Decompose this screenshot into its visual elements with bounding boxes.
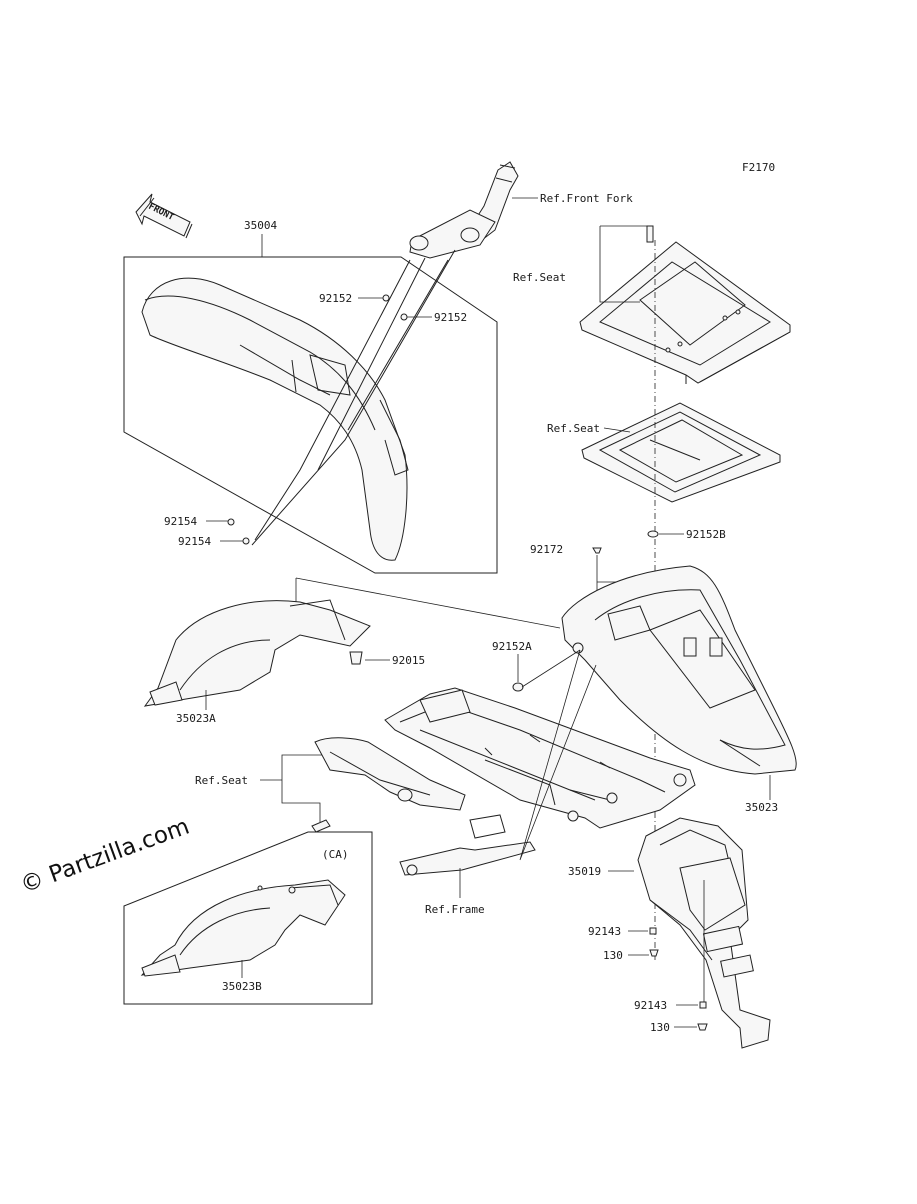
watermark: © Partzilla.com <box>17 813 193 898</box>
bolt-92154-b <box>242 537 250 545</box>
label-92154-b: 92154 <box>178 535 211 548</box>
frame <box>314 687 696 876</box>
label-ref-front-fork: Ref.Front Fork <box>540 192 633 205</box>
front-arrow-icon: FRONT <box>135 193 193 239</box>
label-ca: (CA) <box>322 848 349 861</box>
nut-92143-a <box>649 927 657 935</box>
diagram-code-text: F2170 <box>742 161 775 174</box>
washer-92152a <box>512 682 524 692</box>
clip-92015 <box>349 651 363 665</box>
label-92154-a: 92154 <box>164 515 197 528</box>
label-35023: 35023 <box>745 801 778 814</box>
bolt-92154-a <box>227 518 235 526</box>
front-fender-box <box>123 234 498 574</box>
label-ref-frame: Ref.Frame <box>425 903 485 916</box>
label-ref-seat-mid: Ref.Seat <box>547 422 600 435</box>
inner-fender-35023a <box>143 599 371 707</box>
washer-92152-a <box>382 294 390 302</box>
label-92152b: 92152B <box>686 528 726 541</box>
label-ref-seat-top: Ref.Seat <box>513 271 566 284</box>
label-92143-a: 92143 <box>588 925 621 938</box>
label-92015: 92015 <box>392 654 425 667</box>
label-130-b: 130 <box>650 1021 670 1034</box>
screw-92172 <box>592 547 602 554</box>
seat-pan-lower <box>581 402 781 503</box>
washer-92152-b <box>400 313 408 321</box>
label-92152a: 92152A <box>492 640 532 653</box>
label-35023a: 35023A <box>176 712 216 725</box>
label-92152-a: 92152 <box>319 292 352 305</box>
label-92172: 92172 <box>530 543 563 556</box>
ca-variant-box <box>123 831 373 1005</box>
seat-bracket-upper <box>579 225 791 384</box>
front-fender <box>141 277 409 561</box>
label-35019: 35019 <box>568 865 601 878</box>
label-92143-b: 92143 <box>634 999 667 1012</box>
label-ref-seat-left: Ref.Seat <box>195 774 248 787</box>
label-35004: 35004 <box>244 219 277 232</box>
bolt-130-b <box>697 1023 708 1031</box>
nut-92143-b <box>699 1001 707 1009</box>
label-130-a: 130 <box>603 949 623 962</box>
label-35023b: 35023B <box>222 980 262 993</box>
washer-92152b <box>647 530 659 538</box>
leader-frame-fender <box>519 649 597 861</box>
bolt-130-a <box>649 949 659 957</box>
leader-35023a-link <box>295 577 561 629</box>
front-fork <box>251 161 519 546</box>
bolt-ref-seat-left <box>311 819 331 833</box>
label-92152-b: 92152 <box>434 311 467 324</box>
rear-fender <box>561 565 797 775</box>
inner-fender-35023b <box>140 879 346 977</box>
